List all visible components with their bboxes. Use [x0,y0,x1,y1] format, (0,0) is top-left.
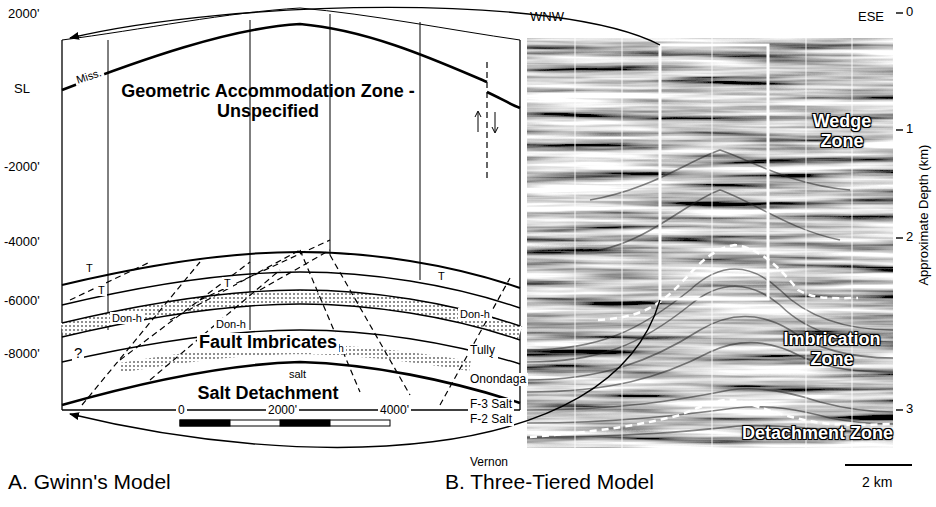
depth-tick-label: 0 [906,5,913,19]
depth-ticks [896,13,903,410]
depth-label: -4000' [4,235,40,249]
unit-label: salt [287,368,308,380]
unit-label: Don-h [214,318,248,330]
depth-label: 2000' [8,7,39,21]
horizon-label: Onondaga [468,373,528,386]
zone-label: Salt Detachment [195,384,340,404]
panel-title: B. Three-Tiered Model [445,470,654,493]
unit-label: T [436,270,447,282]
horizon-label: Tully [468,344,497,357]
scale-label: 2 km [862,475,892,490]
depth-tick-label: 1 [906,122,913,136]
unit-label: Don-h [110,312,144,324]
query-mark: ? [72,345,84,362]
zone-label: Wedge Zone [797,112,887,152]
depth-label: -6000' [4,294,40,308]
direction-label: WNW [530,10,564,24]
direction-label: ESE [858,10,884,24]
depth-tick-label: 2 [906,230,913,244]
unit-label: Don-h [458,308,492,320]
depth-tick-label: 3 [906,402,913,416]
cross-section [62,8,520,426]
depth-label: -8000' [4,347,40,361]
scale-label: 2000' [266,404,299,417]
horizon-label: F-3 Salt [468,398,514,411]
zone-label: Fault Imbricates [197,333,339,353]
axis-title: Approximate Depth (km) [917,145,931,286]
depth-label: -2000' [4,160,40,174]
scale-label: 4000' [378,404,411,417]
unit-label: T [84,262,95,274]
horizon-label: Vernon [468,456,510,469]
unit-label: T [96,284,107,296]
panel-title: A. Gwinn's Model [8,470,171,493]
depth-label: SL [14,82,30,96]
scale-label: 0 [176,404,187,417]
scale-bar [845,464,912,466]
zone-label: Detachment Zone [742,424,893,444]
link-arrow [70,300,660,447]
horizon-label: F-2 Salt [468,413,514,426]
link-arrow [70,7,660,45]
seismic-section [527,38,893,448]
zone-label: Imbrication Zone [772,330,892,370]
unit-label: Miss. [73,66,105,87]
zone-label: Geometric Accommodation Zone - Unspecifi… [118,82,418,122]
unit-label: T [222,277,233,289]
